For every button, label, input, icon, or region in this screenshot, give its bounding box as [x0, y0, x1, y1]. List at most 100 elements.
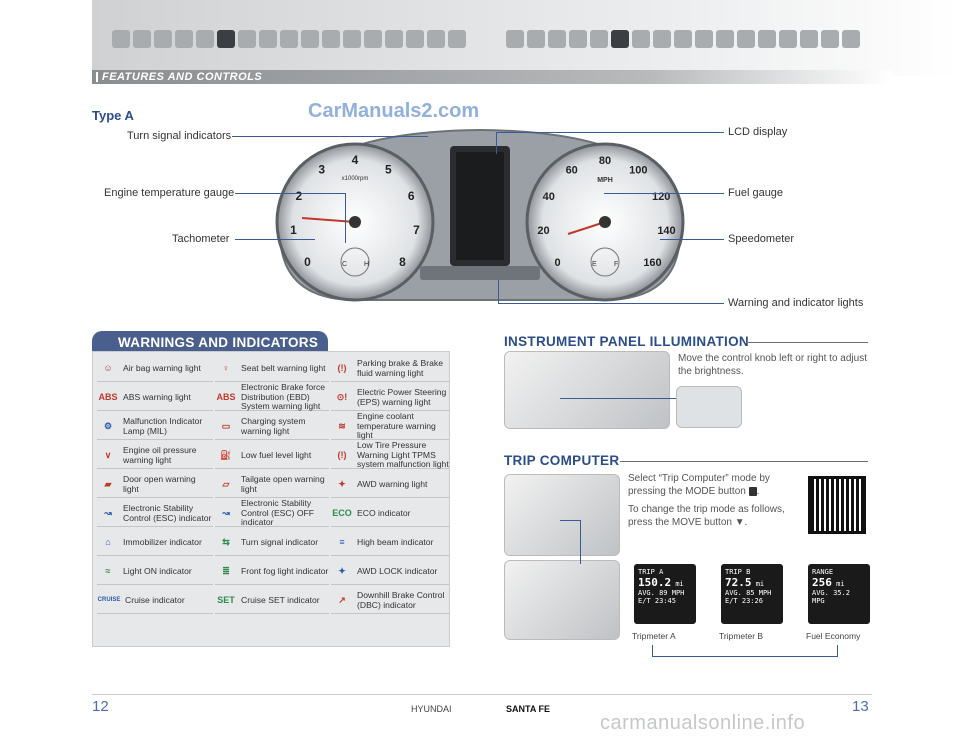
tach-number: 1 — [290, 223, 297, 237]
section-bar — [92, 70, 892, 84]
nav-icon[interactable] — [674, 30, 692, 48]
nav-icon[interactable] — [758, 30, 776, 48]
tach-number: 8 — [399, 255, 406, 269]
trip-screen-value: 256 — [812, 576, 832, 589]
nav-icon[interactable] — [259, 30, 277, 48]
nav-icon[interactable] — [506, 30, 524, 48]
warning-item-label: Tailgate open warning light — [241, 473, 325, 494]
nav-icon[interactable] — [196, 30, 214, 48]
nav-icon[interactable] — [343, 30, 361, 48]
warning-item-label: Low fuel level light — [241, 449, 312, 460]
warning-item: ☺Air bag warning light — [97, 356, 213, 382]
nav-icon[interactable] — [427, 30, 445, 48]
warning-item: ≣Front fog light indicator — [215, 559, 329, 585]
warning-item-label: Charging system warning light — [241, 415, 306, 436]
nav-icon[interactable] — [548, 30, 566, 48]
fuel-pump-icon: ⛽ — [220, 450, 232, 461]
nav-icon[interactable] — [821, 30, 839, 48]
tach-number: 3 — [318, 163, 325, 177]
warning-item: ▭Charging system warning light — [215, 414, 329, 440]
nav-icon[interactable] — [301, 30, 319, 48]
nav-icon[interactable] — [133, 30, 151, 48]
cruise-set-icon: SET — [217, 595, 235, 606]
callout-engine-temp: Engine temperature gauge — [104, 187, 235, 199]
warning-item-label: Downhill Brake Control (DBC) indicator — [357, 589, 445, 610]
nav-icon[interactable] — [779, 30, 797, 48]
trip-screen-et: 23:26 — [741, 597, 763, 605]
trip-text-2: To change the trip mode as follows, pres… — [628, 504, 785, 528]
awd-icon: ✦ — [338, 479, 346, 490]
nav-icon[interactable] — [653, 30, 671, 48]
nav-icon-active[interactable] — [611, 30, 629, 48]
trip-screen-avg-unit: MPG — [812, 597, 825, 605]
footer-brand: HYUNDAI — [411, 704, 452, 714]
mode-button-icon — [748, 486, 757, 496]
nav-icon[interactable] — [569, 30, 587, 48]
illumination-text: Move the control knob left or right to a… — [678, 353, 867, 377]
nav-icon[interactable] — [154, 30, 172, 48]
trip-screen-et: 23:45 — [654, 597, 676, 605]
nav-icon[interactable] — [695, 30, 713, 48]
trip-screen-value: 150.2 — [638, 576, 672, 589]
trip-screen-unit: mi — [755, 580, 765, 588]
temp-cold: C — [342, 261, 347, 268]
warning-item: ≡High beam indicator — [331, 530, 449, 556]
watermark-top: CarManuals2.com — [308, 100, 480, 122]
trip-screen-caption: Tripmeter B — [719, 631, 764, 641]
nav-icon[interactable] — [112, 30, 130, 48]
nav-icon[interactable] — [842, 30, 860, 48]
callout-lcd: LCD display — [728, 126, 788, 138]
callout-line — [498, 280, 499, 304]
nav-icon[interactable] — [737, 30, 755, 48]
footer-model: SANTA FE — [506, 704, 550, 714]
turn-signal-icon: ⇆ — [222, 537, 230, 548]
trip-screen-avg-label: AVG. — [812, 589, 829, 597]
trip-screen-caption: Fuel Economy — [806, 631, 861, 641]
callout-line — [496, 132, 724, 133]
nav-icon[interactable] — [175, 30, 193, 48]
warning-item-label: AWD warning light — [357, 478, 428, 489]
callout-line — [345, 193, 346, 243]
nav-icon-active[interactable] — [217, 30, 235, 48]
nav-icon[interactable] — [406, 30, 424, 48]
seatbelt-icon: ♀ — [222, 363, 230, 374]
warning-item: ↝Electronic Stability Control (ESC) OFF … — [215, 498, 329, 527]
nav-icon[interactable] — [800, 30, 818, 48]
nav-icon[interactable] — [322, 30, 340, 48]
coolant-icon: ≋ — [338, 421, 346, 432]
warning-item: ⌂Immobilizer indicator — [97, 530, 213, 556]
speed-number: 0 — [554, 257, 560, 269]
nav-icon[interactable] — [280, 30, 298, 48]
nav-icon[interactable] — [632, 30, 650, 48]
awd-lock-icon: ✦ — [338, 566, 346, 577]
nav-icon[interactable] — [527, 30, 545, 48]
nav-icon[interactable] — [385, 30, 403, 48]
warning-item-label: Turn signal indicator — [241, 536, 319, 547]
speed-number: 40 — [543, 191, 555, 203]
heading-rule — [746, 342, 868, 343]
cruise-icon: CRUISE — [97, 597, 121, 604]
nav-icon[interactable] — [716, 30, 734, 48]
speed-number: 20 — [537, 225, 549, 237]
warning-item-label: ABS warning light — [123, 391, 191, 402]
warning-item: ≈Light ON indicator — [97, 559, 213, 585]
nav-icon[interactable] — [364, 30, 382, 48]
nav-icon[interactable] — [590, 30, 608, 48]
speed-number: 80 — [599, 155, 611, 167]
callout-line — [660, 239, 724, 240]
warning-item-label: Electric Power Steering (EPS) warning li… — [357, 386, 447, 407]
warning-item-label: Parking brake & Brake fluid warning ligh… — [357, 357, 443, 378]
heading-rule — [620, 461, 868, 462]
callout-line — [235, 193, 345, 194]
nav-icon[interactable] — [238, 30, 256, 48]
qr-code[interactable] — [808, 476, 866, 534]
nav-icon[interactable] — [448, 30, 466, 48]
trip-text-1: Select “Trip Computer” mode by pressing … — [628, 473, 770, 497]
tach-number: 5 — [385, 163, 392, 177]
warning-item-label: Engine oil pressure warning light — [123, 444, 197, 465]
page-number-left: 12 — [92, 698, 109, 715]
